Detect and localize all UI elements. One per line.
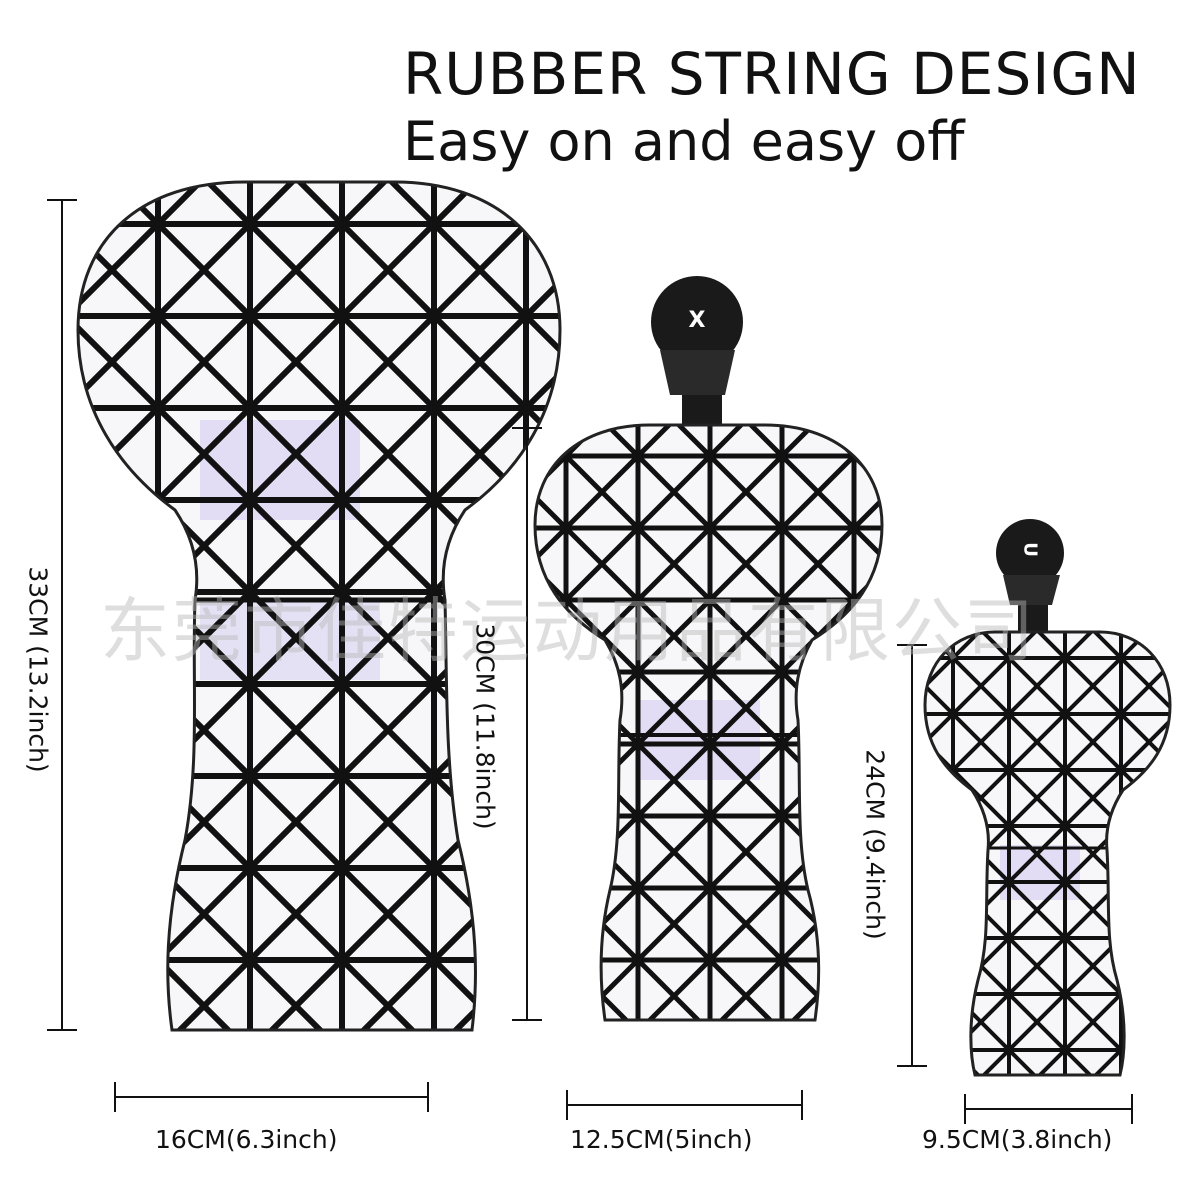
hybrid-width-dimension — [964, 1094, 1133, 1124]
fairway-width-dimension — [566, 1090, 803, 1120]
driver-width-label: 16CM(6.3inch) — [155, 1125, 338, 1154]
fairway-dial-label: X — [688, 308, 706, 333]
hybrid-height-label: 24CM (9.4inch) — [860, 749, 890, 940]
fairway-width-label: 12.5CM(5inch) — [570, 1125, 753, 1154]
driver-height-label: 33CM (13.2inch) — [23, 566, 53, 773]
driver-width-dimension — [114, 1082, 429, 1112]
fairway-dial-knob — [651, 276, 743, 428]
hybrid-height-dimension — [897, 644, 927, 1067]
fairway-cover — [533, 423, 884, 1022]
headline: RUBBER STRING DESIGN — [403, 40, 1141, 108]
hybrid-width-label: 9.5CM(3.8inch) — [922, 1125, 1113, 1154]
watermark: 东莞市佳特运动用品有限公司 — [100, 590, 1036, 672]
fairway-height-label: 30CM (11.8inch) — [470, 623, 500, 830]
subline: Easy on and easy off — [403, 110, 965, 173]
hybrid-dial-label: U — [1019, 542, 1041, 557]
fairway-height-dimension — [512, 427, 542, 1021]
driver-height-dimension — [47, 199, 77, 1031]
hybrid-dial-knob — [996, 519, 1064, 637]
hybrid-cover — [923, 630, 1172, 1077]
